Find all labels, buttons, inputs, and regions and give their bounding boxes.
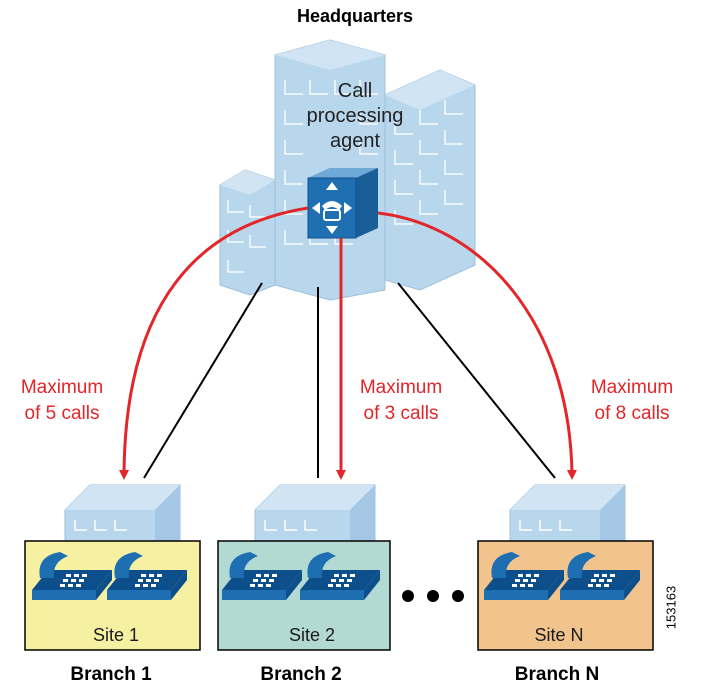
call-limit-label-3: Maximum of 8 calls (572, 375, 692, 427)
call-limit-label-1: Maximum of 5 calls (2, 375, 122, 427)
ip-phone-icon (484, 552, 564, 600)
ip-phone-icon (560, 552, 640, 600)
ellipsis-dots (402, 590, 464, 602)
call-agent-label: Call processing agent (306, 80, 404, 152)
call-limit-line2: of 8 calls (594, 403, 670, 424)
call-limit-line1: Maximum (590, 377, 674, 398)
site-label-3: Site N (534, 625, 584, 645)
ip-phones (32, 552, 640, 600)
call-limit-line2: of 3 calls (363, 403, 439, 424)
site-label-2: Site 2 (288, 625, 336, 645)
site-label-1: Site 1 (92, 625, 140, 645)
ip-phone-icon (32, 552, 112, 600)
ip-phone-icon (300, 552, 380, 600)
branch-name-2: Branch 2 (260, 664, 342, 685)
call-limit-label-2: Maximum of 3 calls (341, 375, 461, 427)
call-limit-line1: Maximum (20, 377, 104, 398)
branch-name-3: Branch N (514, 664, 600, 685)
call-agent-icon (307, 168, 378, 239)
ip-phone-icon (107, 552, 187, 600)
headquarters-title: Headquarters (296, 6, 414, 26)
call-limit-line2: of 5 calls (24, 403, 100, 424)
figure-id: 153163 (663, 585, 679, 630)
ip-phone-icon (222, 552, 302, 600)
call-limit-arrows (119, 206, 577, 480)
wan-links (143, 282, 556, 479)
branch-name-1: Branch 1 (70, 664, 152, 685)
call-limit-line1: Maximum (359, 377, 443, 398)
